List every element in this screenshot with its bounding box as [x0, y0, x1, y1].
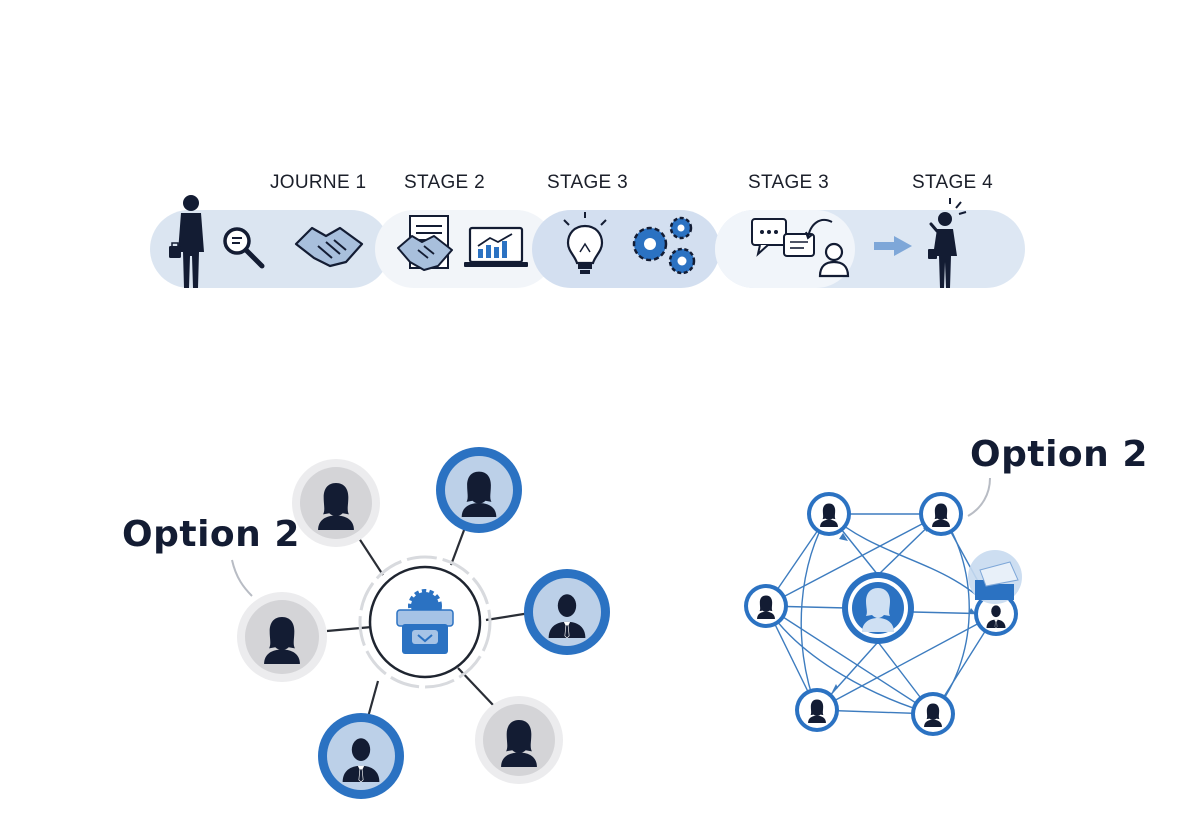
segment-3 — [532, 210, 720, 288]
network-node-3 — [744, 584, 788, 628]
toolbox-gear-icon — [396, 589, 454, 654]
chat-bubbles-icon — [751, 218, 833, 257]
title-connector — [231, 559, 253, 597]
folder-icon — [968, 550, 1022, 604]
arrow-right-icon — [874, 236, 912, 256]
network-node-2 — [919, 492, 963, 536]
gears-icon — [632, 216, 696, 275]
woman-avatar — [866, 588, 890, 618]
hub-dashed-ring — [358, 555, 492, 689]
lightbulb-icon — [563, 212, 607, 274]
network-diagram — [744, 477, 1022, 736]
contract-handshake-icon — [397, 215, 453, 271]
handshake-icon — [294, 226, 364, 268]
user-icon — [818, 242, 850, 278]
hub-diagram-title: Option 2 — [122, 514, 300, 555]
segment-1 — [150, 210, 390, 288]
stage-label-4: STAGE 3 — [748, 172, 829, 193]
title-connector — [967, 477, 991, 517]
network-center-node — [842, 572, 914, 644]
network-node-4 — [974, 592, 1018, 636]
hub-diagram — [231, 447, 610, 799]
network-node-5 — [795, 688, 839, 732]
hub-node-1 — [292, 459, 380, 547]
stage-label-2: STAGE 2 — [404, 172, 485, 193]
hub-node-3 — [524, 569, 610, 655]
network-diagram-title: Option 2 — [970, 434, 1148, 475]
hub-node-2 — [436, 447, 522, 533]
businesswoman-icon — [928, 198, 967, 288]
laptop-chart-icon — [464, 226, 528, 267]
stage-label-3: STAGE 3 — [547, 172, 628, 193]
network-node-1 — [807, 492, 851, 536]
stage-label-5: STAGE 4 — [912, 172, 993, 193]
hub-node-6 — [475, 696, 563, 784]
hub-node-4 — [237, 592, 327, 682]
businessman-icon — [169, 195, 204, 288]
network-node-6 — [911, 692, 955, 736]
magnifier-icon — [223, 227, 265, 269]
stage-label-1: JOURNE 1 — [270, 172, 367, 193]
hub-node-5 — [318, 713, 404, 799]
